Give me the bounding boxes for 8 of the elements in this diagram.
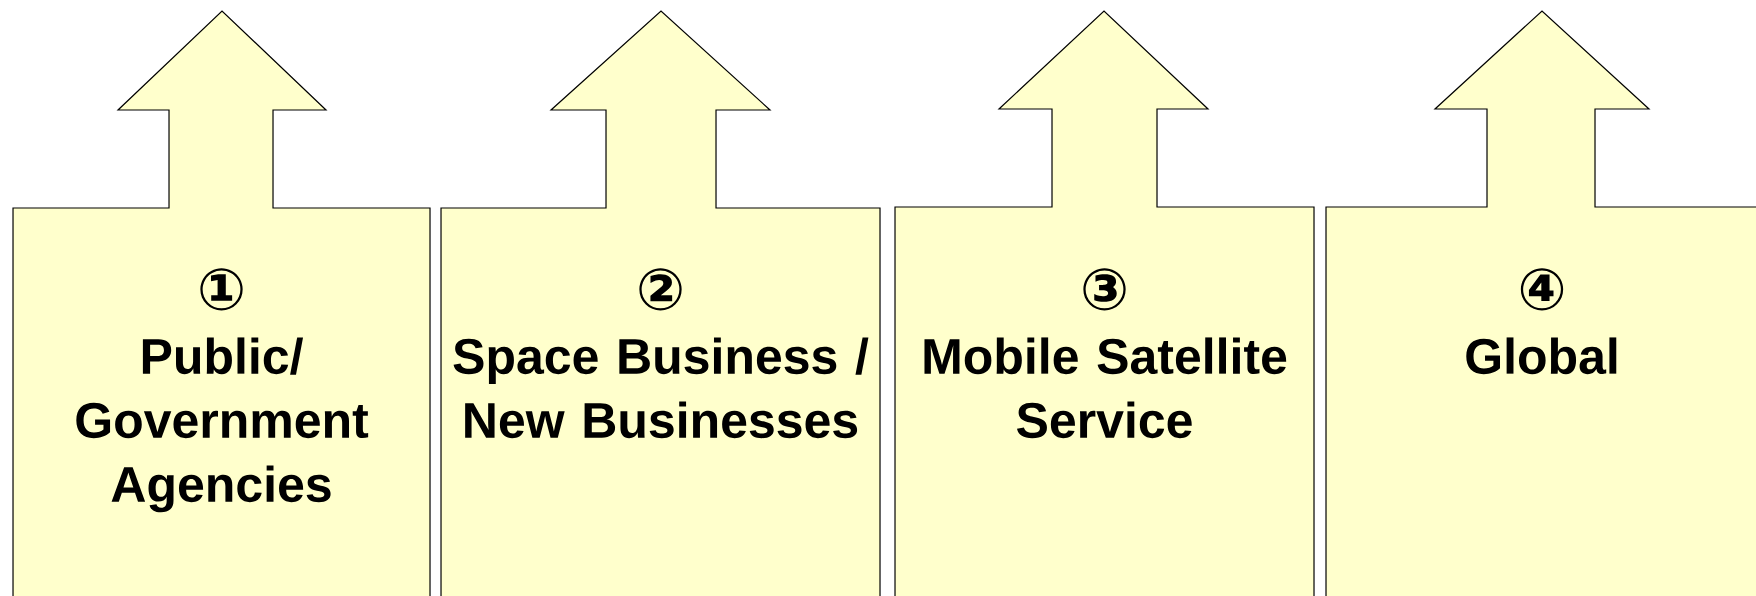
label-text: Public/ Government Agencies [76, 337, 369, 513]
label-text: Global [1466, 337, 1617, 375]
circled-number: ③ [1083, 268, 1126, 311]
label-text: Mobile Satellite Service [924, 337, 1287, 439]
circled-number: ④ [1520, 268, 1564, 311]
circled-number: ① [200, 268, 243, 311]
circled-number: ② [639, 268, 682, 311]
label-text: Space Business / New Businesses [453, 337, 869, 439]
